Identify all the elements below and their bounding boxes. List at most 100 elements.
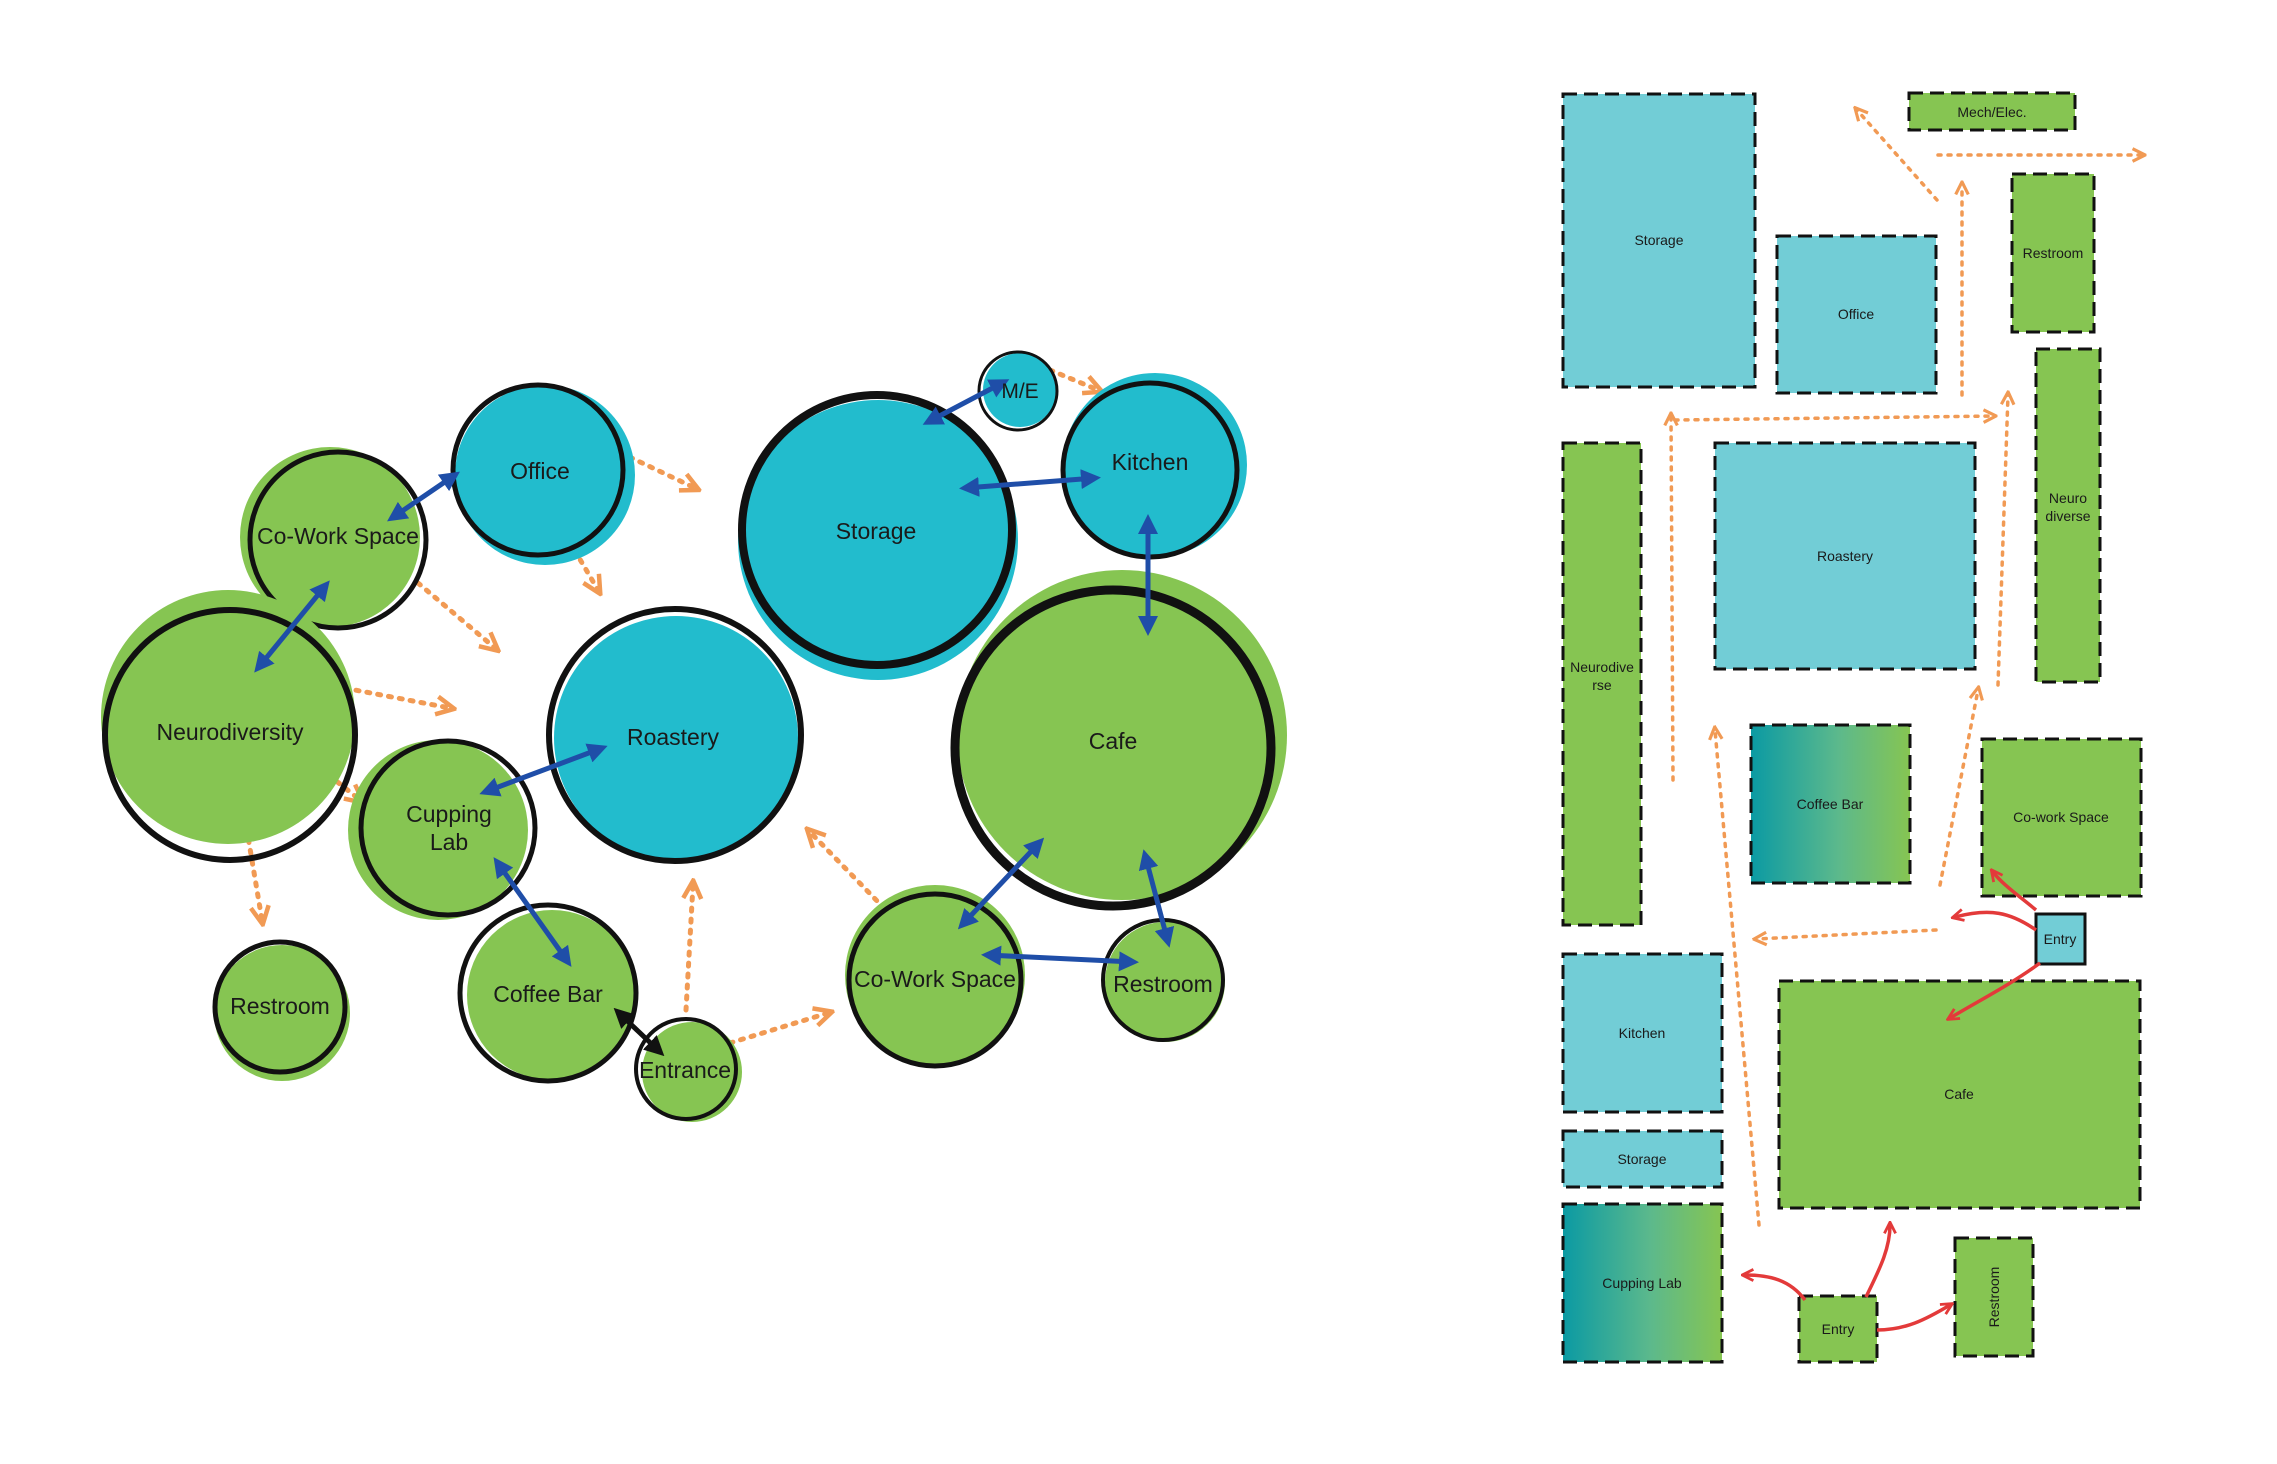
bubble-outline — [358, 738, 538, 918]
circulation-path — [1938, 690, 1978, 887]
room-cupping-lab — [1561, 1202, 1724, 1364]
circulation-path — [1857, 110, 1939, 202]
entry-arrow — [1864, 1225, 1890, 1298]
label-office: Office — [510, 458, 570, 484]
room-restroom-top — [2010, 172, 2096, 334]
plan-label-entry-bottom: Entry — [1822, 1321, 1855, 1337]
label-neurodiversity: Neurodiversity — [157, 719, 304, 745]
label-restroom-left: Restroom — [230, 993, 330, 1019]
circulation-path — [1996, 395, 2008, 687]
bubble-office — [450, 382, 635, 565]
room-cowork — [1980, 737, 2143, 898]
bubble-outline — [450, 382, 626, 558]
label-cafe: Cafe — [1089, 728, 1138, 754]
room-restroom-bottom — [1953, 1236, 2035, 1358]
plan-label-kitchen: Kitchen — [1619, 1025, 1666, 1041]
entry-arrow — [1745, 1275, 1807, 1302]
label-kitchen: Kitchen — [1112, 449, 1189, 475]
circulation-arrow — [240, 804, 262, 920]
adjacency-arrow — [981, 945, 1139, 972]
room-coffee-bar — [1749, 723, 1912, 885]
adjacency-arrows — [254, 379, 1175, 972]
adjacency-arrow — [479, 743, 608, 797]
room-mech-elec — [1907, 91, 2077, 132]
adjacency-arrow — [493, 857, 572, 967]
room-kitchen — [1561, 952, 1724, 1114]
plan-label-coffee-bar: Coffee Bar — [1797, 796, 1864, 812]
bubble-outline — [846, 891, 1024, 1069]
bubble-outline — [950, 585, 1276, 911]
circulation-arrow — [1047, 367, 1098, 390]
circulation-arrow — [415, 580, 495, 648]
bubble-outline — [212, 939, 348, 1075]
entry-arrow — [1950, 961, 2042, 1018]
label-cowork-right: Co-Work Space — [854, 966, 1016, 992]
plan-label-storage-top: Storage — [1634, 232, 1683, 248]
bubble-fill — [845, 885, 1025, 1065]
circulation-arrow — [597, 440, 695, 488]
bubble-outline — [546, 606, 804, 864]
circulation-path — [1757, 928, 1938, 939]
circulation-path — [1673, 416, 1993, 420]
label-storage: Storage — [836, 518, 917, 544]
plan-circulation — [1671, 110, 2142, 1227]
bubble-diagram: Office Co-Work Space Neurodiversity Cupp… — [101, 350, 1287, 1122]
bubble-outline — [102, 607, 358, 863]
bubble-fill — [455, 385, 635, 565]
plan-labels: Storage Office Mech/Elec. Restroom Neuro… — [1570, 104, 2109, 1337]
bubble-fill — [554, 616, 798, 860]
plan-label-mech-elec: Mech/Elec. — [1957, 104, 2026, 120]
adjacency-arrow — [957, 837, 1045, 930]
label-me: M/E — [1001, 380, 1038, 403]
label-cowork-left: Co-Work Space — [257, 523, 419, 549]
entry-arrow — [1876, 1305, 1950, 1332]
bubble-restroom-left — [212, 939, 350, 1081]
bubble-fill — [101, 590, 355, 844]
plan-label-entry-right: Entry — [2044, 931, 2077, 947]
circulation-arrow — [686, 885, 693, 1013]
bubble-entrance — [634, 1017, 742, 1122]
plan-label-storage-bottom: Storage — [1617, 1151, 1666, 1167]
bubble-roastery — [546, 606, 804, 864]
bubble-fill — [214, 945, 350, 1081]
plan-entry-arrows — [1745, 872, 2042, 1332]
adjacency-arrow — [959, 469, 1101, 497]
bubble-outline — [247, 449, 429, 631]
bubble-storage — [738, 391, 1018, 680]
bubble-cafe — [950, 570, 1287, 911]
plan-label-restroom-top: Restroom — [2023, 245, 2084, 261]
plan-label-cupping-lab: Cupping Lab — [1602, 1275, 1682, 1291]
circulation-path — [1671, 416, 1673, 782]
adjacency-arrow — [922, 379, 1010, 425]
room-roastery — [1713, 441, 1977, 671]
label-coffee-bar: Coffee Bar — [493, 981, 603, 1007]
circulation-path — [1715, 730, 1761, 1227]
plan-rooms — [1561, 91, 2143, 1364]
bubble-outline — [634, 1017, 738, 1121]
bubble-fill — [738, 400, 1018, 680]
bubble-cowork-right — [845, 885, 1025, 1069]
plan-label-cafe: Cafe — [1944, 1086, 1974, 1102]
room-storage-bottom — [1561, 1129, 1724, 1189]
label-restroom-right: Restroom — [1113, 971, 1213, 997]
room-neurodiverse-right — [2034, 347, 2102, 684]
adjacency-arrow — [613, 1007, 665, 1057]
adjacency-arrow — [254, 580, 330, 673]
room-neurodiverse-left — [1561, 441, 1643, 927]
adjacency-arrow — [1138, 849, 1175, 948]
entry-arrow — [1993, 872, 2038, 912]
plan-label-roastery: Roastery — [1817, 548, 1873, 564]
room-storage-top — [1561, 92, 1757, 389]
bubble-outline — [738, 391, 1016, 669]
bubble-fill — [642, 1022, 742, 1122]
plan-label-restroom-bottom: Restroom — [1986, 1267, 2002, 1328]
circulation-arrow — [727, 1013, 828, 1046]
bubble-labels: Office Co-Work Space Neurodiversity Cupp… — [157, 380, 1213, 1083]
floor-plan: Storage Office Mech/Elec. Restroom Neuro… — [1561, 91, 2143, 1364]
plan-label-cowork: Co-work Space — [2013, 809, 2109, 825]
room-entry-right — [2034, 912, 2087, 966]
